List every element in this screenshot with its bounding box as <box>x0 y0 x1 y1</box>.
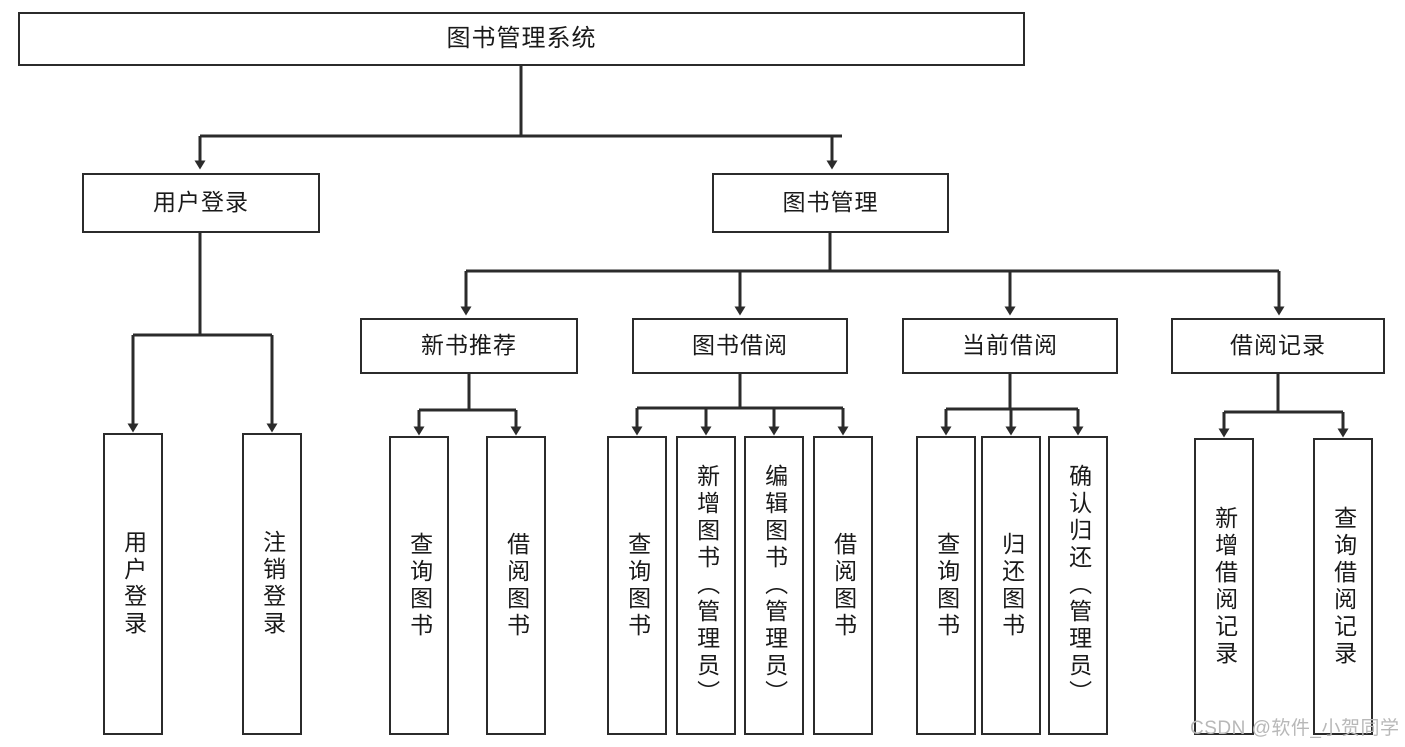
node-leaf-user-logout-label: 注销登录 <box>259 530 286 638</box>
node-leaf-borrow-book-2[interactable]: 借阅图书 <box>813 436 873 735</box>
node-leaf-add-record-label: 新增借阅记录 <box>1211 505 1238 668</box>
node-current-borrow[interactable]: 当前借阅 <box>902 318 1118 374</box>
node-leaf-borrow-book-1[interactable]: 借阅图书 <box>486 436 546 735</box>
node-new-book-recommend-label: 新书推荐 <box>421 332 517 359</box>
node-leaf-edit-book-label: 编辑图书（管理员） <box>761 464 788 707</box>
node-leaf-add-record[interactable]: 新增借阅记录 <box>1194 438 1254 735</box>
node-leaf-query-book-1-label: 查询图书 <box>406 531 433 640</box>
node-leaf-add-book[interactable]: 新增图书（管理员） <box>676 436 736 735</box>
node-leaf-return-book[interactable]: 归还图书 <box>981 436 1041 735</box>
node-leaf-confirm-return-label: 确认归还（管理员） <box>1065 464 1092 707</box>
node-leaf-return-book-label: 归还图书 <box>998 531 1025 640</box>
node-book-manage-label: 图书管理 <box>782 189 879 216</box>
node-leaf-edit-book[interactable]: 编辑图书（管理员） <box>744 436 804 735</box>
node-book-borrow[interactable]: 图书借阅 <box>632 318 848 374</box>
node-borrow-record-label: 借阅记录 <box>1230 332 1326 359</box>
node-leaf-query-record-label: 查询借阅记录 <box>1330 505 1357 668</box>
watermark: CSDN @软件_小贺同学 <box>1190 718 1400 739</box>
node-leaf-query-book-3[interactable]: 查询图书 <box>916 436 976 735</box>
node-leaf-user-login-label: 用户登录 <box>120 530 147 638</box>
node-user-login[interactable]: 用户登录 <box>82 173 320 233</box>
node-leaf-user-login[interactable]: 用户登录 <box>103 433 163 735</box>
node-leaf-query-book-2-label: 查询图书 <box>624 531 651 640</box>
node-leaf-borrow-book-1-label: 借阅图书 <box>503 531 530 640</box>
node-leaf-confirm-return[interactable]: 确认归还（管理员） <box>1048 436 1108 735</box>
node-leaf-borrow-book-2-label: 借阅图书 <box>830 531 857 640</box>
node-leaf-query-book-3-label: 查询图书 <box>933 531 960 640</box>
node-root-label: 图书管理系统 <box>446 24 597 52</box>
node-root[interactable]: 图书管理系统 <box>18 12 1025 66</box>
node-leaf-query-book-2[interactable]: 查询图书 <box>607 436 667 735</box>
node-new-book-recommend[interactable]: 新书推荐 <box>360 318 578 374</box>
node-leaf-user-logout[interactable]: 注销登录 <box>242 433 302 735</box>
node-leaf-add-book-label: 新增图书（管理员） <box>693 464 720 707</box>
node-user-login-label: 用户登录 <box>153 189 249 216</box>
node-leaf-query-book-1[interactable]: 查询图书 <box>389 436 449 735</box>
node-book-borrow-label: 图书借阅 <box>692 332 788 359</box>
node-book-manage[interactable]: 图书管理 <box>712 173 949 233</box>
node-current-borrow-label: 当前借阅 <box>962 332 1058 359</box>
node-leaf-query-record[interactable]: 查询借阅记录 <box>1313 438 1373 735</box>
node-borrow-record[interactable]: 借阅记录 <box>1171 318 1385 374</box>
